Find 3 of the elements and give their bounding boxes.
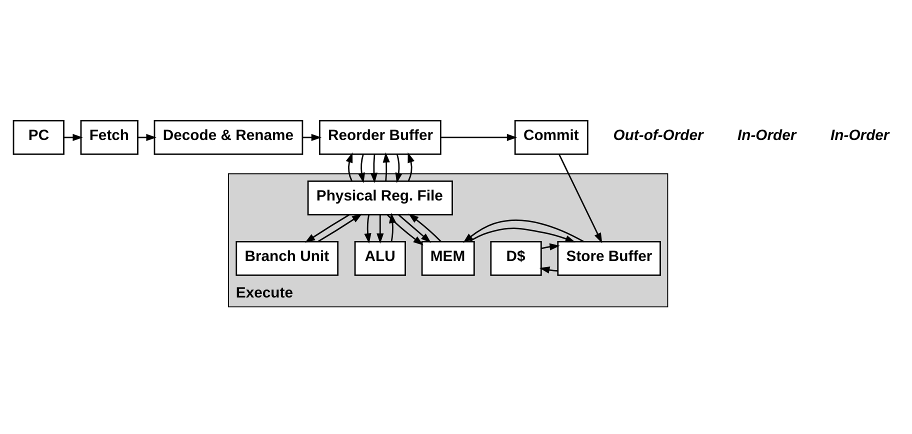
label: In-Order: [737, 128, 796, 144]
label: Out-of-Order: [613, 128, 704, 144]
label: In-Order: [830, 128, 890, 144]
